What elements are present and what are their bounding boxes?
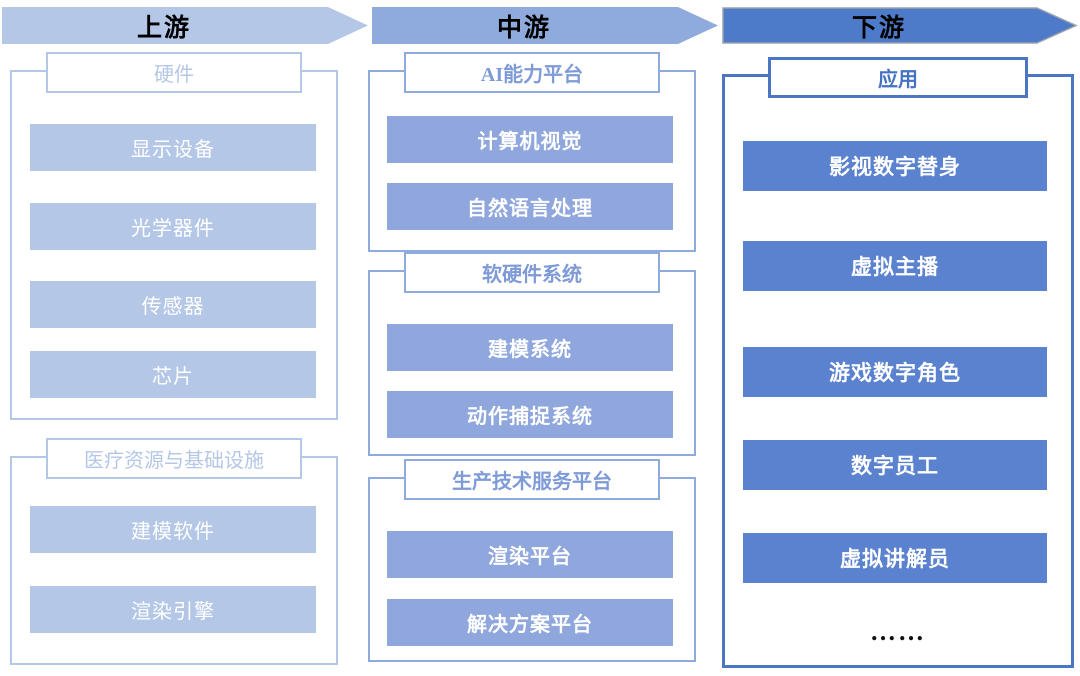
item-render-platform: 渲染平台	[387, 531, 673, 578]
stage-label-midstream: 中游	[496, 14, 551, 42]
item-solution-platform: 解决方案平台	[387, 599, 673, 646]
item-game-digital-character: 游戏数字角色	[743, 347, 1047, 397]
group-systems: 软硬件系统 建模系统 动作捕捉系统	[368, 252, 696, 456]
item-computer-vision: 计算机视觉	[387, 116, 673, 163]
group-title-ai-platform: AI能力平台	[404, 52, 660, 93]
item-modeling-software: 建模软件	[30, 506, 316, 553]
right-arrow-icon	[722, 7, 1078, 44]
item-chips: 芯片	[30, 351, 316, 398]
group-resources-infrastructure: 医疗资源与基础设施 建模软件 渲染引擎	[10, 438, 338, 665]
group-title-systems: 软硬件系统	[404, 252, 660, 293]
item-sensors: 传感器	[30, 281, 316, 328]
ellipsis-more: ……	[870, 617, 926, 646]
item-virtual-presenter: 虚拟讲解员	[743, 533, 1047, 583]
group-title-hardware: 硬件	[46, 52, 302, 93]
stage-label-upstream: 上游	[136, 14, 191, 42]
group-title-production-platform: 生产技术服务平台	[404, 459, 660, 500]
item-motion-capture-system: 动作捕捉系统	[387, 391, 673, 438]
group-production-platform: 生产技术服务平台 渲染平台 解决方案平台	[368, 459, 696, 662]
stage-arrow-upstream: 上游	[2, 7, 368, 44]
item-film-digital-double: 影视数字替身	[743, 141, 1047, 191]
group-title-applications: 应用	[768, 57, 1028, 98]
item-nlp: 自然语言处理	[387, 183, 673, 230]
item-digital-employee: 数字员工	[743, 440, 1047, 490]
group-ai-platform: AI能力平台 计算机视觉 自然语言处理	[368, 52, 696, 252]
item-display-devices: 显示设备	[30, 124, 316, 171]
stage-arrow-midstream: 中游	[372, 7, 718, 44]
item-optical-devices: 光学器件	[30, 203, 316, 250]
group-hardware: 硬件 显示设备 光学器件 传感器 芯片	[10, 52, 338, 420]
stage-arrow-downstream: 下游	[722, 7, 1078, 44]
right-arrow-icon	[2, 7, 368, 44]
group-applications: 应用 影视数字替身 虚拟主播 游戏数字角色 数字员工 虚拟讲解员 ……	[722, 57, 1074, 668]
item-virtual-anchor: 虚拟主播	[743, 241, 1047, 291]
group-title-resources: 医疗资源与基础设施	[46, 438, 302, 479]
right-arrow-icon	[372, 7, 718, 44]
item-render-engine: 渲染引擎	[30, 586, 316, 633]
stage-label-downstream: 下游	[851, 14, 906, 42]
item-modeling-system: 建模系统	[387, 324, 673, 371]
